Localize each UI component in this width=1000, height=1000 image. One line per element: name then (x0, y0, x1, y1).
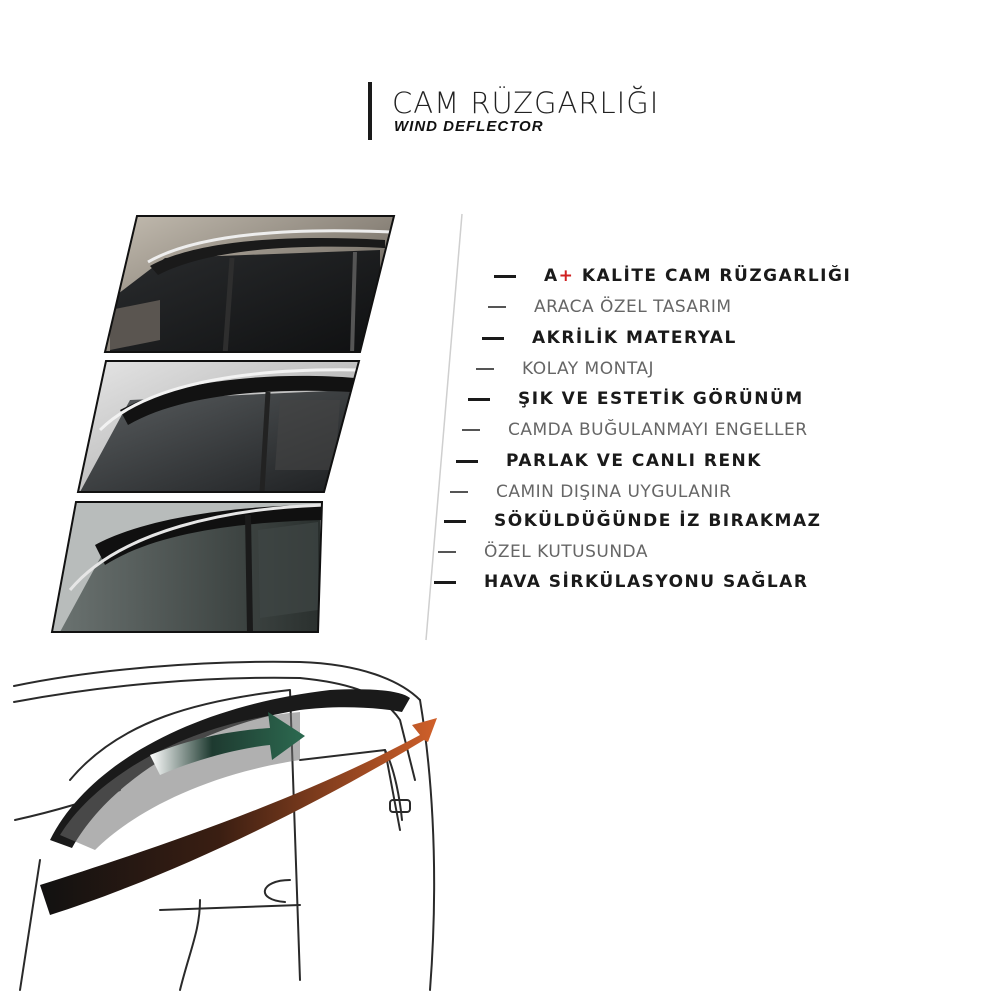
feature-item-3: AKRİLİK MATERYAL (482, 328, 737, 348)
feature-label: ÖZEL KUTUSUNDA (484, 542, 648, 562)
feature-item-11: HAVA SİRKÜLASYONU SAĞLAR (434, 572, 808, 592)
feature-label: KOLAY MONTAJ (522, 359, 655, 379)
product-photo-1 (105, 216, 394, 352)
feature-item-9: SÖKÜLDÜĞÜNDE İZ BIRAKMAZ (444, 511, 821, 531)
feature-label: CAMIN DIŞINA UYGULANIR (496, 482, 732, 502)
feature-label: SÖKÜLDÜĞÜNDE İZ BIRAKMAZ (494, 511, 822, 531)
bullet-dash (468, 397, 490, 401)
feature-label: AKRİLİK MATERYAL (532, 328, 737, 348)
bullet-dash (444, 519, 466, 523)
bullet-dash (434, 580, 456, 584)
feature-label: A+ KALİTE CAM RÜZGARLIĞI (544, 266, 852, 286)
bullet-dash (438, 551, 456, 553)
feature-label: ARACA ÖZEL TASARIM (534, 297, 732, 317)
bullet-dash (462, 429, 480, 431)
bullet-dash (482, 336, 504, 340)
bullet-dash (476, 368, 494, 370)
feature-label: ŞIK VE ESTETİK GÖRÜNÜM (518, 389, 804, 409)
page-subtitle: WIND DEFLECTOR (394, 118, 544, 135)
feature-item-7: PARLAK VE CANLI RENK (456, 451, 762, 471)
feature-item-1: A+ KALİTE CAM RÜZGARLIĞI (494, 266, 851, 286)
feature-label: PARLAK VE CANLI RENK (506, 451, 762, 471)
bullet-dash (488, 306, 506, 308)
feature-item-6: CAMDA BUĞULANMAYI ENGELLER (462, 420, 808, 440)
feature-item-2: ARACA ÖZEL TASARIM (488, 297, 732, 317)
feature-item-10: ÖZEL KUTUSUNDA (438, 542, 648, 562)
bullet-dash (456, 459, 478, 463)
bullet-dash (494, 274, 516, 278)
feature-label: HAVA SİRKÜLASYONU SAĞLAR (484, 572, 809, 592)
bullet-dash (450, 491, 468, 493)
feature-label: CAMDA BUĞULANMAYI ENGELLER (508, 420, 808, 440)
page-title: CAM RÜZGARLIĞI (392, 86, 660, 120)
feature-item-5: ŞIK VE ESTETİK GÖRÜNÜM (468, 389, 804, 409)
feature-item-4: KOLAY MONTAJ (476, 359, 654, 379)
header-accent-bar (368, 82, 372, 140)
feature-item-8: CAMIN DIŞINA UYGULANIR (450, 482, 731, 502)
product-photo-2 (78, 361, 359, 492)
product-photo-3 (52, 502, 322, 632)
